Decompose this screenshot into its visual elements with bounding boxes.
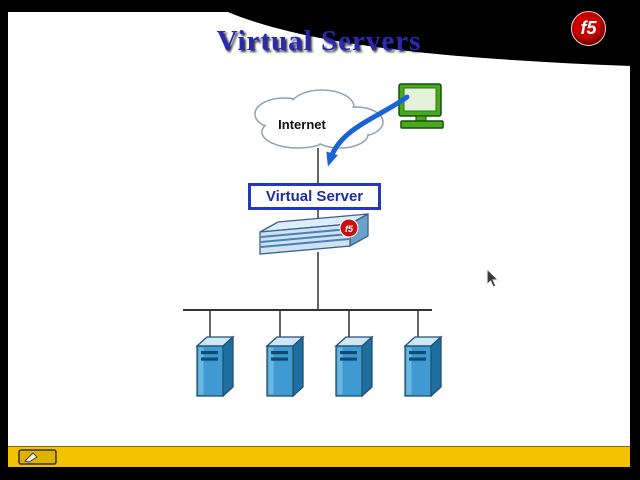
f5-logo-text: f5 [580,18,597,38]
virtual-server-label: Virtual Server [265,188,364,205]
bigip-device-icon: f5 [259,212,369,255]
server-icon [265,335,305,398]
internet-cloud-icon [254,89,384,149]
internet-label: Internet [278,117,326,132]
device-f5-badge [339,218,359,238]
device-badge-text: f5 [345,224,354,234]
slide-corner-decoration [228,12,632,66]
annotation-pen-button[interactable] [18,449,57,465]
virtual-server-box: Virtual Server [248,183,381,210]
server-icon [334,335,374,398]
request-arrow [326,94,410,167]
f5-logo: f5 [571,11,606,46]
server-icon [195,335,235,398]
client-computer-icon [398,83,444,129]
mouse-cursor [486,267,500,288]
slide-title: Virtual Servers [216,25,422,57]
server-icon [403,335,443,398]
annotation-toolbar [8,446,630,467]
pen-icon [24,452,38,463]
